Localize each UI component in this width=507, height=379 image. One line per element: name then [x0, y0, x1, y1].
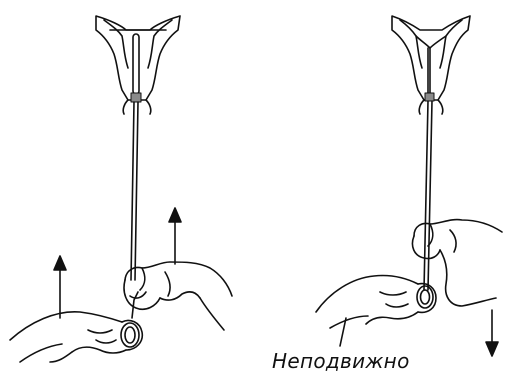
left-panel	[10, 16, 232, 362]
right-iud	[416, 36, 446, 101]
right-lower-hand	[316, 275, 436, 346]
arrow-up-icon	[54, 256, 66, 318]
left-inserter-tube	[131, 34, 141, 280]
caption-label: Неподвижно	[272, 349, 410, 373]
left-upper-hand	[124, 262, 232, 330]
arrow-up-icon	[169, 208, 181, 264]
arrow-down-icon	[486, 310, 498, 356]
right-panel	[316, 16, 502, 356]
right-inserter-tube	[424, 101, 432, 290]
left-lower-hand	[10, 292, 142, 362]
